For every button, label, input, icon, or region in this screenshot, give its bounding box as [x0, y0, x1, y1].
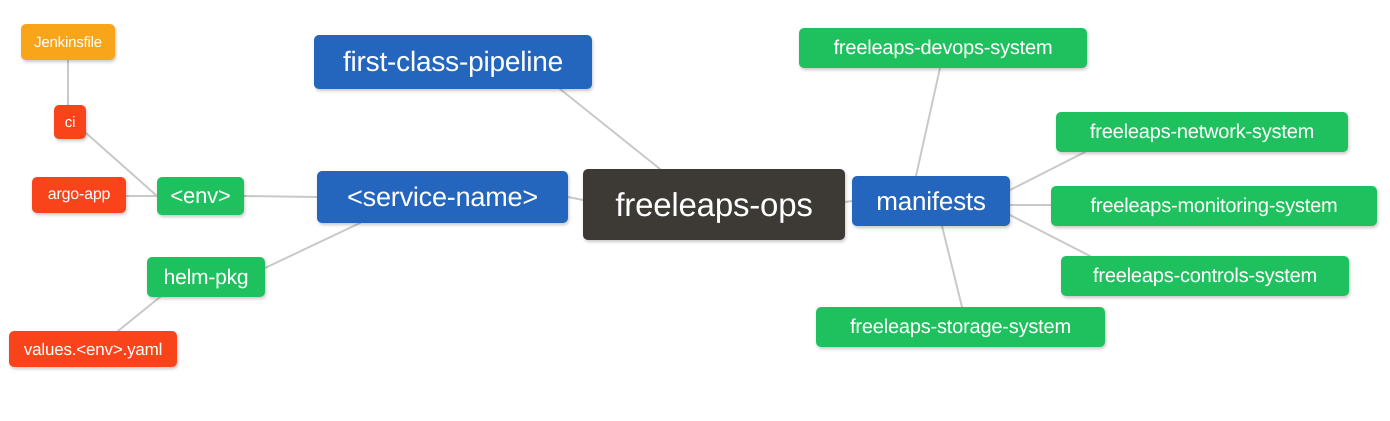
edge-manifests-to-freeleaps-devops-system [915, 67, 941, 177]
edge-values-env-yaml-to-helm-pkg [117, 296, 161, 332]
node-freeleaps-ops[interactable]: freeleaps-ops [583, 169, 845, 240]
node-ci[interactable]: ci [54, 105, 86, 139]
node-env[interactable]: <env> [157, 177, 244, 215]
node-manifests[interactable]: manifests [852, 176, 1010, 226]
edge-manifests-to-freeleaps-storage-system [941, 225, 963, 308]
node-helm-pkg[interactable]: helm-pkg [147, 257, 265, 297]
edge-manifests-to-freeleaps-network-system [1009, 151, 1086, 191]
node-freeleaps-monitoring-system[interactable]: freeleaps-monitoring-system [1051, 186, 1377, 226]
edge-service-name-to-freeleaps-ops [567, 196, 584, 201]
node-jenkinsfile[interactable]: Jenkinsfile [21, 24, 115, 60]
edge-first-class-pipeline-to-freeleaps-ops [559, 88, 661, 170]
edge-freeleaps-ops-to-manifests [844, 200, 853, 203]
node-freeleaps-devops-system[interactable]: freeleaps-devops-system [799, 28, 1087, 68]
edge-helm-pkg-to-service-name [264, 222, 361, 269]
node-freeleaps-network-system[interactable]: freeleaps-network-system [1056, 112, 1348, 152]
node-first-class-pipeline[interactable]: first-class-pipeline [314, 35, 592, 89]
node-values-env-yaml[interactable]: values.<env>.yaml [9, 331, 177, 367]
node-argo-app[interactable]: argo-app [32, 177, 126, 213]
edge-env-to-service-name [243, 195, 318, 198]
node-service-name[interactable]: <service-name> [317, 171, 568, 223]
node-freeleaps-storage-system[interactable]: freeleaps-storage-system [816, 307, 1105, 347]
node-freeleaps-controls-system[interactable]: freeleaps-controls-system [1061, 256, 1349, 296]
